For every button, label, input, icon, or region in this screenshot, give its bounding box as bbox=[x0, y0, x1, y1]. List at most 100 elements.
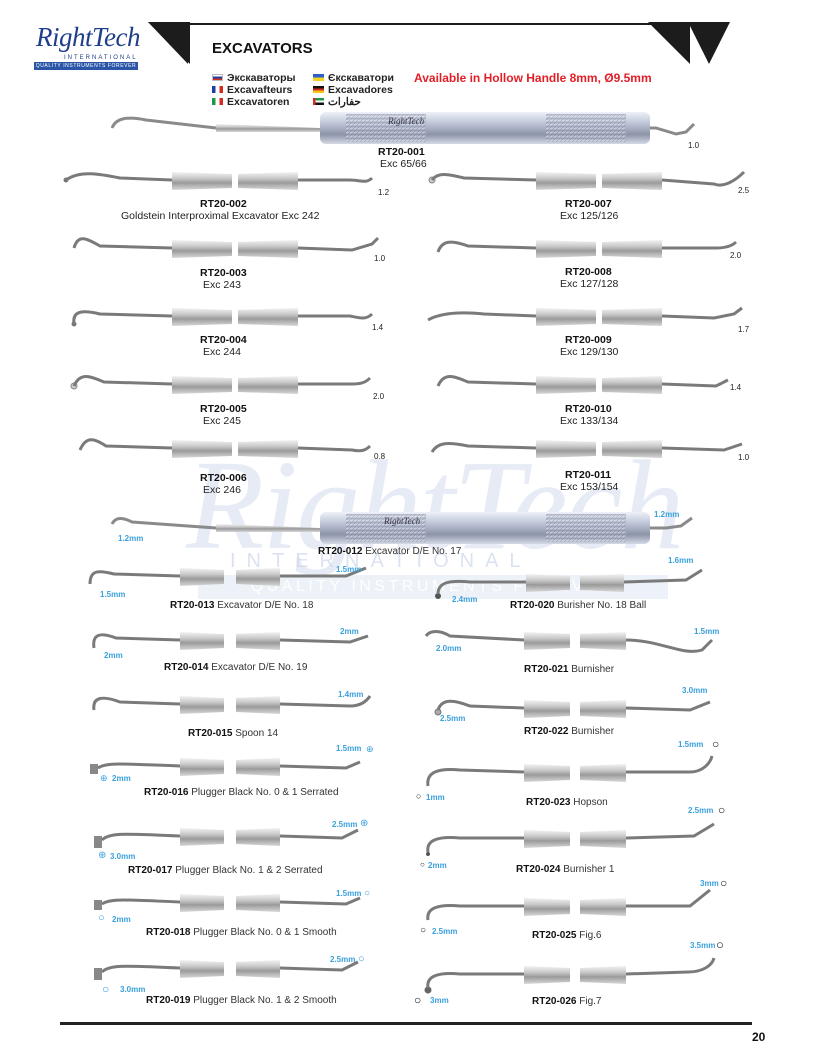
translation-it: Excavatoren bbox=[212, 96, 289, 108]
serrated-tip-icon: ⊕ bbox=[98, 850, 107, 861]
caption-rt20-016: RT20-016 Plugger Black No. 0 & 1 Serrate… bbox=[144, 787, 339, 798]
smooth-tip-icon: ○ bbox=[102, 982, 110, 996]
instrument-rt20-005-image bbox=[70, 375, 372, 394]
tip-diameter-circle-icon: ○ bbox=[716, 937, 724, 952]
tip-diameter-circle-icon: ○ bbox=[720, 876, 728, 890]
instrument-rt20-006-image bbox=[78, 438, 372, 458]
size-label-right: 1.6mm bbox=[668, 556, 694, 565]
instrument-rt20-009-image bbox=[427, 306, 743, 326]
product-name-rt20-009: Exc 129/130 bbox=[560, 346, 619, 358]
translation-es: Excavadores bbox=[313, 84, 393, 96]
footer-divider bbox=[60, 1022, 752, 1025]
caption-rt20-020: RT20-020 Burisher No. 18 Ball bbox=[510, 600, 647, 611]
caption-rt20-022: RT20-022 Burnisher bbox=[524, 726, 615, 737]
logo-international: INTERNATIONAL bbox=[64, 55, 138, 61]
size-label-right: 1.2mm bbox=[654, 510, 680, 519]
size-label: 2.0 bbox=[373, 392, 385, 401]
watermark-brand: RightTech bbox=[186, 434, 684, 576]
instrument-rt20-019-image bbox=[94, 960, 359, 980]
smooth-tip-icon: ○ bbox=[98, 912, 105, 924]
product-code-rt20-004: RT20-004 bbox=[200, 334, 247, 346]
france-flag-icon bbox=[212, 86, 223, 93]
product-name-rt20-005: Exc 245 bbox=[203, 415, 241, 427]
size-label-right: 1.5mm bbox=[678, 740, 704, 749]
ukraine-flag-icon bbox=[313, 74, 324, 81]
caption-rt20-023: RT20-023 Hopson bbox=[526, 797, 608, 808]
title-banner-right-triangle bbox=[688, 22, 730, 64]
size-label-left: 2.5mm bbox=[440, 714, 466, 723]
size-label-left: 2mm bbox=[112, 774, 131, 783]
caption-rt20-015: RT20-015 Spoon 14 bbox=[188, 728, 279, 739]
instrument-rt20-013-image bbox=[88, 566, 367, 586]
translation-ru: Экскаваторы bbox=[212, 72, 295, 84]
size-label: 0.8 bbox=[374, 452, 386, 461]
size-label: 1.0 bbox=[738, 453, 750, 462]
size-label: 1.0 bbox=[374, 254, 386, 263]
product-code-rt20-005: RT20-005 bbox=[200, 403, 247, 415]
tip-diameter-circle-icon: ○ bbox=[414, 993, 422, 1007]
page-number: 20 bbox=[752, 1030, 766, 1044]
size-label-right: 2.5mm bbox=[688, 806, 714, 815]
size-label-right: 3mm bbox=[700, 879, 719, 888]
product-name-rt20-011: Exc 153/154 bbox=[560, 481, 619, 493]
instrument-rt20-001-image: RightTech bbox=[110, 112, 696, 144]
instrument-rt20-022-image bbox=[434, 699, 711, 718]
caption-rt20-025: RT20-025 Fig.6 bbox=[532, 930, 602, 941]
tip-diameter-circle-icon: ○ bbox=[416, 791, 422, 801]
serrated-tip-icon: ⊕ bbox=[100, 773, 108, 783]
instrument-rt20-004-image bbox=[71, 308, 374, 327]
size-label-left: 2mm bbox=[112, 915, 131, 924]
size-label-left: 2mm bbox=[428, 861, 447, 870]
size-label: 1.7 bbox=[738, 325, 750, 334]
size-label-left: 3.0mm bbox=[120, 985, 146, 994]
page-title: EXCAVATORS bbox=[212, 40, 313, 57]
product-code-rt20-003: RT20-003 bbox=[200, 267, 247, 279]
product-name-rt20-007: Exc 125/126 bbox=[560, 210, 619, 222]
product-code-rt20-009: RT20-009 bbox=[565, 334, 612, 346]
instrument-rt20-024-image bbox=[426, 822, 715, 856]
product-code-rt20-006: RT20-006 bbox=[200, 472, 247, 484]
instrument-rt20-020-image bbox=[435, 568, 703, 599]
size-label-right: 1.5mm bbox=[336, 744, 362, 753]
size-label-right: 2.5mm bbox=[330, 955, 356, 964]
translation-fr: Excavafteurs bbox=[212, 84, 292, 96]
translation-ua: Єкскаватори bbox=[313, 72, 394, 84]
size-label-left: 2.4mm bbox=[452, 595, 478, 604]
germany-flag-icon bbox=[313, 86, 324, 93]
tip-diameter-circle-icon: ○ bbox=[718, 803, 726, 817]
product-name-rt20-004: Exc 244 bbox=[203, 346, 241, 358]
size-label-right: 2.5mm bbox=[332, 820, 358, 829]
tip-diameter-circle-icon: ○ bbox=[420, 925, 427, 936]
instrument-rt20-008-image bbox=[436, 240, 738, 258]
logo-tagline: QUALITY INSTRUMENTS FOREVER bbox=[34, 62, 138, 70]
serrated-tip-icon: ⊕ bbox=[360, 818, 369, 829]
size-label-right: 3.5mm bbox=[690, 941, 716, 950]
product-code-rt20-010: RT20-010 bbox=[565, 403, 612, 415]
instrument-rt20-003-image bbox=[72, 236, 380, 258]
size-label-right: 1.5mm bbox=[336, 889, 362, 898]
product-code-rt20-008: RT20-008 bbox=[565, 266, 612, 278]
caption-rt20-024: RT20-024 Burnisher 1 bbox=[516, 864, 615, 875]
size-label: 1.0 bbox=[688, 141, 700, 150]
tip-diameter-circle-icon: ○ bbox=[712, 737, 720, 751]
caption-rt20-021: RT20-021 Burnisher bbox=[524, 664, 615, 675]
size-label-left: 1.5mm bbox=[100, 590, 126, 599]
product-name-rt20-002: Goldstein Interproximal Excavator Exc 24… bbox=[121, 210, 320, 222]
russia-flag-icon bbox=[212, 74, 223, 81]
instrument-rt20-025-image bbox=[426, 888, 711, 921]
size-label: 1.4 bbox=[372, 323, 384, 332]
instrument-rt20-012-image: RightTech bbox=[110, 512, 693, 544]
caption-rt20-013: RT20-013 Excavator D/E No. 18 bbox=[170, 600, 314, 611]
size-label-right: 3.0mm bbox=[682, 686, 708, 695]
uae-flag-icon bbox=[313, 98, 324, 105]
size-label-right: 1.5mm bbox=[336, 565, 362, 574]
size-label: 1.4 bbox=[730, 383, 742, 392]
size-label-right: 2mm bbox=[340, 627, 359, 636]
instrument-rt20-014-image bbox=[92, 632, 369, 650]
instrument-rt20-002-image bbox=[63, 172, 374, 190]
smooth-tip-icon: ○ bbox=[358, 953, 365, 965]
availability-note: Available in Hollow Handle 8mm, Ø9.5mm bbox=[414, 71, 652, 85]
instrument-rt20-011-image bbox=[430, 440, 743, 458]
size-label-left: 2.5mm bbox=[432, 927, 458, 936]
caption-rt20-012: RT20-012 Excavator D/E No. 17 bbox=[318, 546, 462, 557]
